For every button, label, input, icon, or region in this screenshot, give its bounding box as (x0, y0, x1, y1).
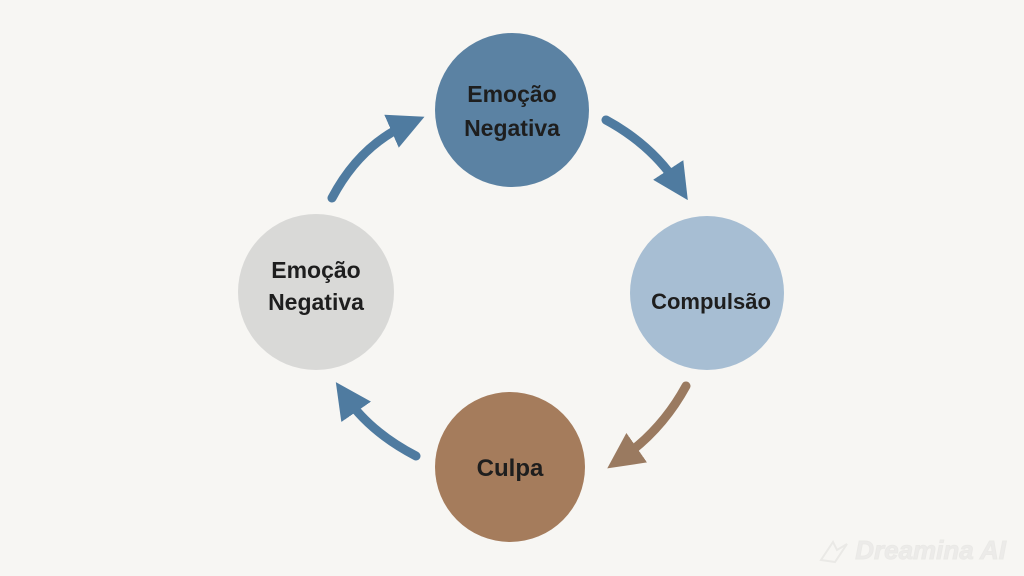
node-right-label: Compulsão (651, 289, 771, 314)
node-left-label-line2: Negativa (268, 289, 364, 315)
node-top-label-line2: Negativa (464, 115, 560, 141)
node-bottom-label: Culpa (477, 455, 544, 482)
node-top-emocao-negativa: Emoção Negativa (435, 33, 589, 187)
node-bottom-culpa: Culpa (435, 392, 585, 542)
watermark: Dreamina AI (819, 535, 1006, 566)
node-top-circle (435, 33, 589, 187)
node-left-emocao-negativa: Emoção Negativa (238, 214, 394, 370)
node-right-circle (630, 216, 784, 370)
node-right-compulsao: Compulsão (630, 216, 784, 370)
node-bottom-circle (435, 392, 585, 542)
dreamina-logo-icon (819, 539, 849, 563)
arrow-bottom-to-left (335, 382, 421, 461)
arrow-right-to-bottom (607, 381, 691, 469)
arrow-left-to-top (327, 114, 425, 203)
node-left-circle (238, 214, 394, 370)
node-top-label-line1: Emoção (467, 81, 556, 107)
arrow-top-to-right (601, 115, 688, 201)
watermark-text: Dreamina AI (855, 535, 1007, 566)
node-left-label-line1: Emoção (271, 257, 360, 283)
